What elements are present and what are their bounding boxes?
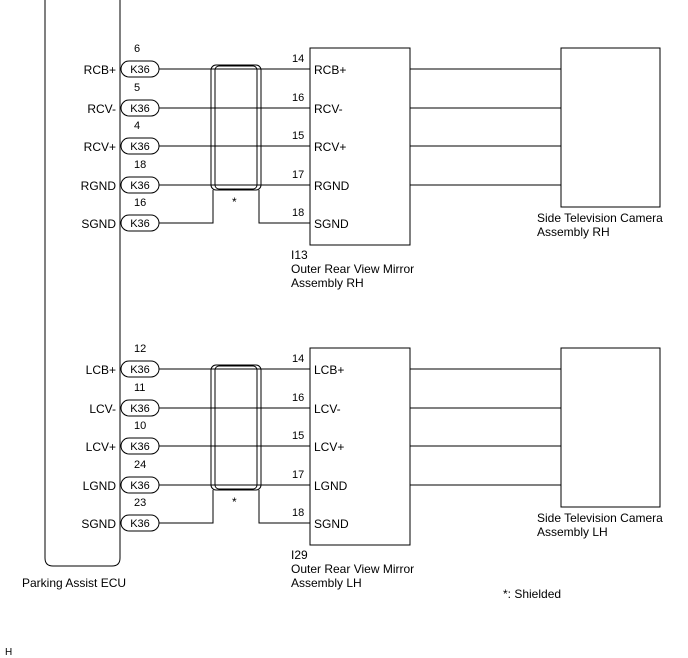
mirror-name-line2: Assembly RH [291,276,364,290]
ecu-signal-label: LCV- [89,402,116,416]
ecu-signal-label: RCV- [87,102,116,116]
ecu-signal-label: SGND [81,217,116,231]
connector-label: K36 [130,141,150,153]
shield-inner [214,365,258,490]
camera-assembly-box [560,347,661,508]
mirror-signal-label: RGND [314,179,350,193]
mirror-pin-number: 16 [292,92,304,104]
ecu-signal-label: RGND [81,179,117,193]
mirror-pin-number: 17 [292,169,304,181]
ecu-pin-number: 5 [134,82,140,94]
corner-mark: H [5,647,12,658]
connector-label: K36 [130,518,150,530]
mirror-assembly-box [309,347,411,546]
mirror-pin-number: 14 [292,353,304,365]
ecu-pin-number: 12 [134,343,146,355]
mirror-name-line1: Outer Rear View Mirror [291,562,414,576]
mirror-signal-label: SGND [314,217,349,231]
ecu-pin-number: 11 [134,382,145,394]
circuit-groups: *RCB+6K3614RCB+RCV-5K3616RCV-RCV+4K3615R… [81,43,664,590]
shield-inner [214,65,258,190]
mirror-signal-label: RCV- [314,102,343,116]
mirror-signal-label: RCV+ [314,140,346,154]
camera-name-line2: Assembly LH [537,525,608,539]
connector-label: K36 [130,480,150,492]
ecu-signal-label: LCV+ [86,440,116,454]
connector-label: K36 [130,180,150,192]
connector-label: K36 [130,364,150,376]
mirror-pin-number: 15 [292,130,304,142]
shield-ground-wire [159,190,214,224]
shield-mark: * [232,195,237,209]
shield-ground-wire [258,190,310,224]
ecu-signal-label: RCB+ [84,63,116,77]
ecu-body [44,0,121,567]
camera-name-line2: Assembly RH [537,225,610,239]
ecu-signal-label: LGND [83,479,117,493]
ecu-signal-label: SGND [81,517,116,531]
mirror-name-line1: Outer Rear View Mirror [291,262,414,276]
mirror-pin-number: 18 [292,507,304,519]
camera-name-line1: Side Television Camera [537,511,663,525]
ecu-pin-number: 16 [134,197,146,209]
camera-name-line1: Side Television Camera [537,211,663,225]
mirror-connector-id: I13 [291,248,308,262]
shield-ground-wire [159,490,214,524]
mirror-signal-label: LCB+ [314,363,344,377]
shield-ground-wire [258,490,310,524]
mirror-connector-id: I29 [291,548,308,562]
ecu-pin-number: 24 [134,459,146,471]
shield-outline [210,64,262,191]
connector-label: K36 [130,403,150,415]
ecu-pin-number: 4 [134,120,140,132]
mirror-pin-number: 17 [292,469,304,481]
connector-label: K36 [130,441,150,453]
ecu-signal-label: LCB+ [86,363,116,377]
mirror-assembly-box [309,47,411,246]
connector-label: K36 [130,64,150,76]
mirror-pin-number: 16 [292,392,304,404]
mirror-signal-label: RCB+ [314,63,346,77]
ecu-signal-label: RCV+ [84,140,116,154]
mirror-signal-label: LCV+ [314,440,344,454]
ecu-pin-number: 18 [134,159,146,171]
connector-label: K36 [130,103,150,115]
mirror-name-line2: Assembly LH [291,576,362,590]
ecu-pin-number: 23 [134,497,146,509]
connector-label: K36 [130,218,150,230]
circuit-group-1: *RCB+6K3614RCB+RCV-5K3616RCV-RCV+4K3615R… [81,43,664,290]
mirror-signal-label: SGND [314,517,349,531]
shield-outline [210,364,262,491]
mirror-pin-number: 15 [292,430,304,442]
mirror-signal-label: LGND [314,479,348,493]
shield-mark: * [232,495,237,509]
mirror-pin-number: 14 [292,53,304,65]
circuit-group-2: *LCB+12K3614LCB+LCV-11K3616LCV-LCV+10K36… [81,343,663,590]
camera-assembly-box [560,47,661,208]
mirror-signal-label: LCV- [314,402,341,416]
ecu-pin-number: 10 [134,420,146,432]
mirror-pin-number: 18 [292,207,304,219]
ecu-label: Parking Assist ECU [22,576,126,590]
ecu-pin-number: 6 [134,43,140,55]
shielded-legend: *: Shielded [503,587,561,601]
